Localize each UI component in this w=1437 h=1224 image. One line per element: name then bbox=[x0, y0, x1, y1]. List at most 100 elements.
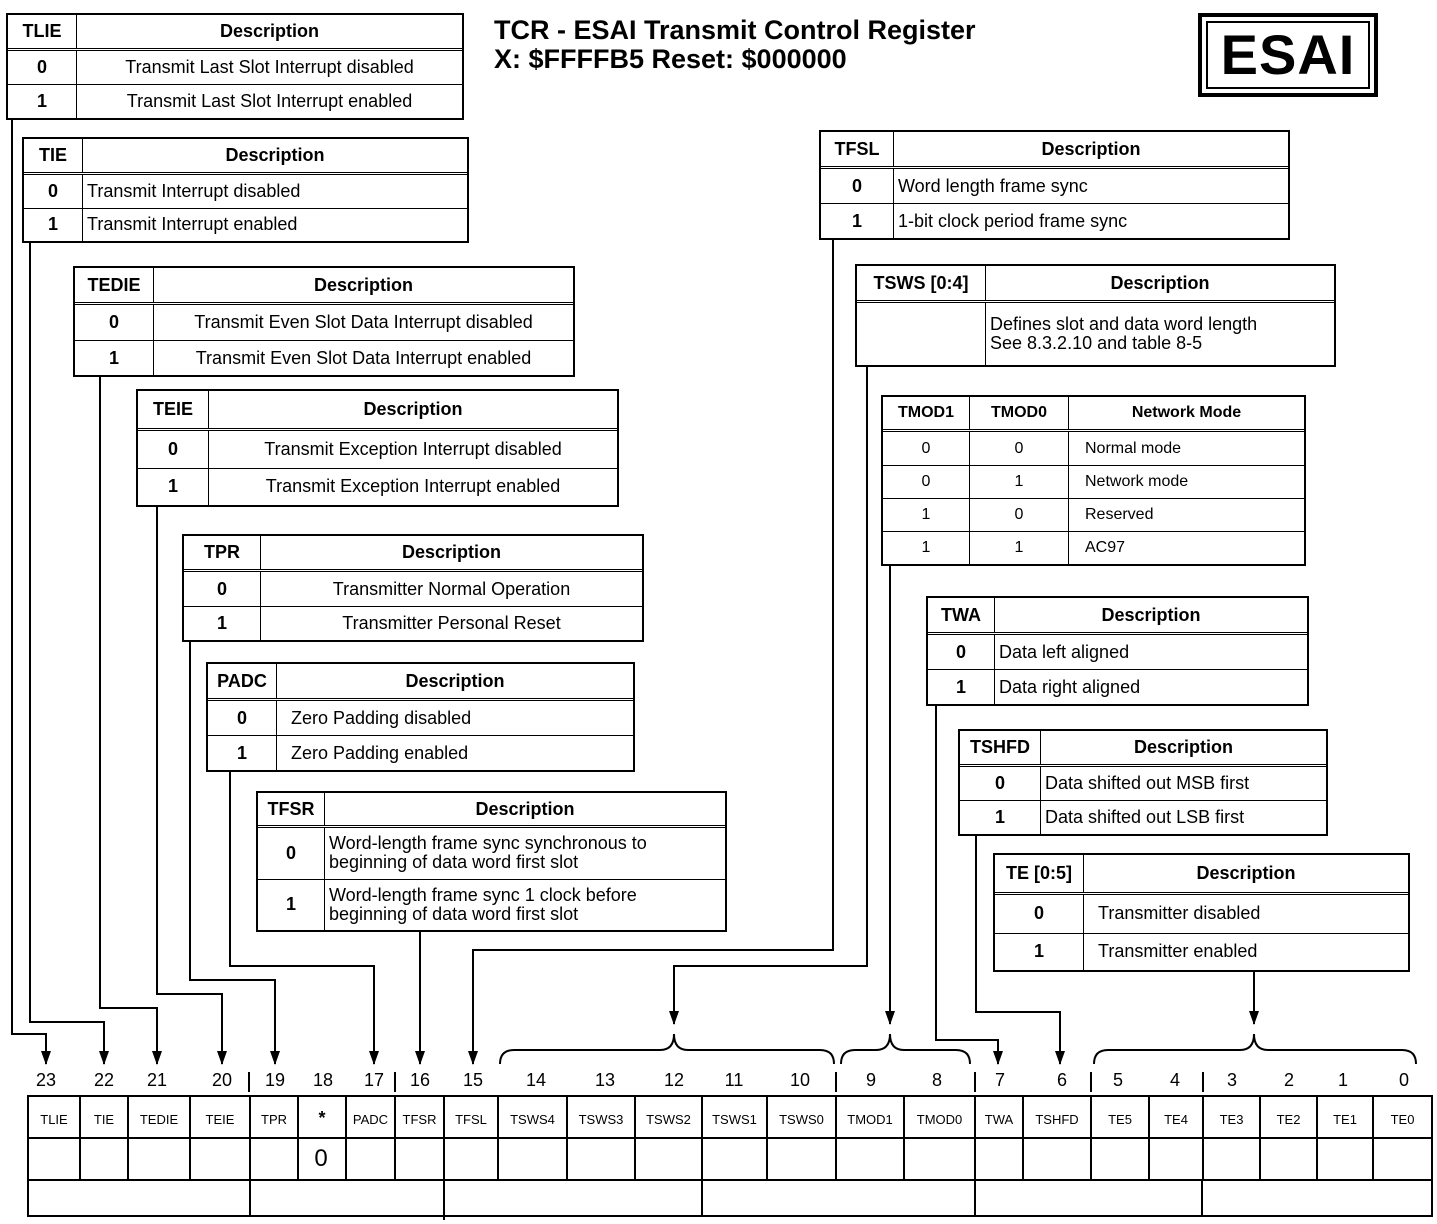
bit-number: 9 bbox=[865, 1070, 876, 1090]
tlie-value-0: 0 bbox=[8, 49, 77, 86]
tmod0-value-2: 0 bbox=[969, 498, 1069, 533]
bit-number: 2 bbox=[1283, 1070, 1294, 1090]
bit-mnemonic: TSWS0 bbox=[779, 1112, 824, 1127]
bit-number: 22 bbox=[93, 1070, 115, 1090]
tfsl-desc-0: Word length frame sync bbox=[893, 167, 1288, 205]
tlie-name: TLIE bbox=[8, 15, 77, 52]
tsws-desc-line1: Defines slot and data word length bbox=[990, 314, 1258, 334]
bit-mnemonic: TE2 bbox=[1276, 1112, 1301, 1127]
tfsl-name: TFSL bbox=[821, 132, 894, 170]
tfsr-desc-0-line1: Word-length frame sync synchronous to bbox=[329, 833, 647, 854]
bit-number: 5 bbox=[1112, 1070, 1123, 1090]
bit-number: 11 bbox=[724, 1070, 744, 1090]
bit-number: 14 bbox=[525, 1070, 547, 1090]
tshfd-desc-1: Data shifted out LSB first bbox=[1040, 800, 1326, 834]
teie-value-0: 0 bbox=[138, 428, 209, 469]
tie-value-0: 0 bbox=[24, 172, 83, 209]
bit-mnemonic: TSWS3 bbox=[578, 1112, 624, 1127]
tpr-desc-1: Transmitter Personal Reset bbox=[260, 606, 642, 640]
bit-number: 12 bbox=[663, 1070, 685, 1090]
tfsl-header: Description bbox=[893, 132, 1288, 170]
bit-mnemonic: TFSR bbox=[402, 1112, 437, 1127]
twa-value-0: 0 bbox=[928, 633, 995, 671]
te-desc-1: Transmitter enabled bbox=[1083, 932, 1408, 970]
tshfd-value-0: 0 bbox=[960, 765, 1041, 802]
bit-mnemonic: TLIE bbox=[40, 1112, 68, 1127]
bit-mnemonic: TEDIE bbox=[139, 1112, 179, 1127]
tsws-connector bbox=[669, 367, 868, 1025]
mode-3: AC97 bbox=[1068, 531, 1304, 564]
tshfd-value-1: 1 bbox=[960, 800, 1041, 834]
teie-header: Description bbox=[208, 391, 617, 431]
te-value-1: 1 bbox=[995, 932, 1084, 970]
title-line-1: TCR - ESAI Transmit Control Register bbox=[494, 15, 976, 45]
te-header: Description bbox=[1083, 855, 1408, 896]
tmod0-value-0: 0 bbox=[969, 430, 1069, 467]
tlie-header: Description bbox=[76, 15, 462, 52]
tfsr-header: Description bbox=[324, 793, 725, 828]
padc-header: Description bbox=[276, 664, 633, 702]
tie-desc-1: Transmit Interrupt enabled bbox=[82, 207, 467, 241]
bit-mnemonic: TFSL bbox=[455, 1112, 487, 1127]
bit-mnemonic: TSWS2 bbox=[646, 1112, 691, 1127]
bit-mnemonic: TSWS1 bbox=[712, 1112, 757, 1127]
tpr-desc-0: Transmitter Normal Operation bbox=[260, 570, 642, 608]
tfsr-name: TFSR bbox=[258, 793, 325, 828]
tmod-brace bbox=[840, 1033, 971, 1065]
tmod0-header: TMOD0 bbox=[969, 397, 1069, 433]
teie-value-1: 1 bbox=[138, 467, 209, 505]
tpr-value-0: 0 bbox=[184, 570, 261, 608]
padc-name: PADC bbox=[208, 664, 277, 702]
bit-mnemonic: TMOD1 bbox=[847, 1112, 893, 1127]
tmod1-value-2: 1 bbox=[883, 498, 970, 533]
padc-value-0: 0 bbox=[208, 699, 277, 737]
bit-number: 15 bbox=[462, 1070, 484, 1090]
tshfd-desc-0: Data shifted out MSB first bbox=[1040, 765, 1326, 802]
bit-mnemonic: TSWS4 bbox=[510, 1112, 555, 1127]
bit18-reset-value: 0 bbox=[314, 1145, 328, 1172]
bit-number: 1 bbox=[1337, 1070, 1348, 1090]
bit-number: 0 bbox=[1398, 1070, 1409, 1090]
tie-connector bbox=[29, 242, 109, 1065]
tpr-connector bbox=[189, 642, 280, 1065]
bit-number: 4 bbox=[1169, 1070, 1180, 1090]
tfsr-desc-0-line2: beginning of data word first slot bbox=[329, 852, 579, 873]
tedie-value-0: 0 bbox=[75, 303, 154, 342]
tsws-brace bbox=[499, 1033, 835, 1065]
tsws-table: TSWS [0:4]Description Defines slot and d… bbox=[855, 264, 1336, 367]
bit-mnemonic: * bbox=[318, 1108, 326, 1128]
tedie-connector bbox=[99, 377, 162, 1065]
bit-mnemonic: TE4 bbox=[1164, 1112, 1188, 1127]
bit-mnemonic: TE5 bbox=[1108, 1112, 1132, 1127]
bit-number: 17 bbox=[363, 1070, 385, 1090]
tfsl-value-1: 1 bbox=[821, 203, 894, 238]
tshfd-connector bbox=[975, 836, 1065, 1065]
twa-name: TWA bbox=[928, 598, 995, 636]
padc-desc-0: Zero Padding disabled bbox=[276, 699, 633, 737]
bit-mnemonic: TEIE bbox=[205, 1112, 235, 1127]
bit-number: 19 bbox=[264, 1070, 286, 1090]
tlie-value-1: 1 bbox=[8, 84, 77, 118]
tfsr-value-0: 0 bbox=[258, 826, 325, 880]
teie-desc-1: Transmit Exception Interrupt enabled bbox=[208, 467, 617, 505]
padc-value-1: 1 bbox=[208, 735, 277, 770]
tfsl-connector bbox=[468, 240, 834, 1065]
tlie-desc-1: Transmit Last Slot Interrupt enabled bbox=[76, 84, 462, 118]
title-line-2: X: $FFFFB5 Reset: $000000 bbox=[494, 44, 847, 74]
tlie-desc-0: Transmit Last Slot Interrupt disabled bbox=[76, 49, 462, 86]
tie-name: TIE bbox=[24, 139, 83, 175]
padc-connector bbox=[229, 772, 379, 1065]
tfsl-desc-1: 1-bit clock period frame sync bbox=[893, 203, 1288, 238]
tsws-desc-line2: See 8.3.2.10 and table 8-5 bbox=[990, 333, 1203, 353]
twa-desc-1: Data right aligned bbox=[994, 669, 1307, 704]
tmod1-header: TMOD1 bbox=[883, 397, 970, 433]
te-name: TE [0:5] bbox=[995, 855, 1084, 896]
tedie-header: Description bbox=[153, 268, 573, 306]
